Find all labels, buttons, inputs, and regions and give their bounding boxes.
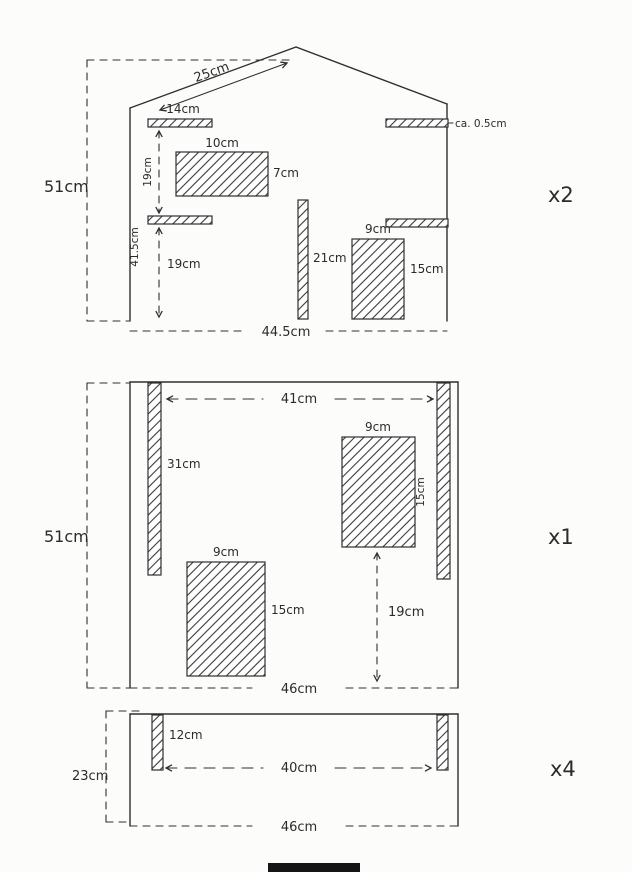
- front-roof-length-label: 25cm: [192, 59, 231, 86]
- front-board-thickness-label: ca. 0.5cm: [455, 118, 507, 130]
- bottom-left-strip: [151, 714, 164, 771]
- front-upper-gap-label: 19cm: [142, 157, 154, 186]
- front-top-right-shelf: [385, 118, 449, 128]
- front-window-opening: [175, 151, 269, 197]
- bottom-quantity-label: x4: [550, 757, 576, 781]
- front-door-opening: [351, 238, 405, 320]
- front-quantity-label: x2: [548, 183, 574, 207]
- front-door-width-label: 9cm: [365, 222, 391, 236]
- front-top-shelf-label: 14cm: [166, 102, 200, 116]
- middle-lower-opening-height-label: 15cm: [271, 603, 305, 617]
- bottom-overall-height-label: 23cm: [72, 769, 108, 784]
- front-overall-height-label: 51cm: [44, 177, 89, 196]
- front-base-width-label: 44.5cm: [262, 325, 311, 340]
- bottom-right-strip: [436, 714, 449, 771]
- front-top-left-shelf: [147, 118, 213, 128]
- middle-overall-height-label: 51cm: [44, 527, 89, 546]
- middle-lower-opening: [186, 561, 266, 677]
- front-post-height-label: 21cm: [313, 251, 347, 265]
- middle-upper-opening-height-label: 15cm: [415, 477, 427, 506]
- bottom-strip-height-label: 12cm: [169, 728, 203, 742]
- middle-right-strip: [436, 382, 451, 580]
- front-panel: 51cm 44.5cm 25cm 14cm ca. 0.5cm 10cm 7cm…: [44, 46, 574, 340]
- scan-artifact-bar: [268, 863, 360, 872]
- front-door-height-label: 15cm: [410, 262, 444, 276]
- middle-lower-opening-width-label: 9cm: [213, 545, 239, 559]
- middle-upper-opening: [341, 436, 416, 548]
- middle-base-width-label: 46cm: [281, 682, 317, 697]
- middle-panel: 51cm 46cm 31cm 41cm 9cm 15cm 19cm 9cm 15…: [44, 381, 574, 697]
- middle-left-strip: [147, 382, 162, 576]
- bottom-base-width-label: 46cm: [281, 820, 317, 835]
- front-roof-dim-line: [158, 61, 289, 112]
- front-wall-height-label: 41.5cm: [129, 227, 141, 266]
- middle-left-strip-label: 31cm: [167, 457, 201, 471]
- middle-quantity-label: x1: [548, 525, 574, 549]
- bottom-inner-width-label: 40cm: [281, 761, 317, 776]
- bottom-panel: 23cm 46cm 12cm 40cm x4: [72, 710, 576, 835]
- front-mid-left-shelf: [147, 215, 213, 225]
- front-window-height-label: 7cm: [273, 166, 299, 180]
- front-mid-right-shelf: [385, 218, 449, 228]
- front-roof-outline: [129, 46, 448, 109]
- middle-inner-width-label: 41cm: [281, 392, 317, 407]
- middle-gap-label: 19cm: [388, 605, 424, 620]
- middle-upper-opening-width-label: 9cm: [365, 420, 391, 434]
- front-lower-gap-label: 19cm: [167, 257, 201, 271]
- front-center-post: [297, 199, 309, 320]
- front-window-width-label: 10cm: [205, 136, 239, 150]
